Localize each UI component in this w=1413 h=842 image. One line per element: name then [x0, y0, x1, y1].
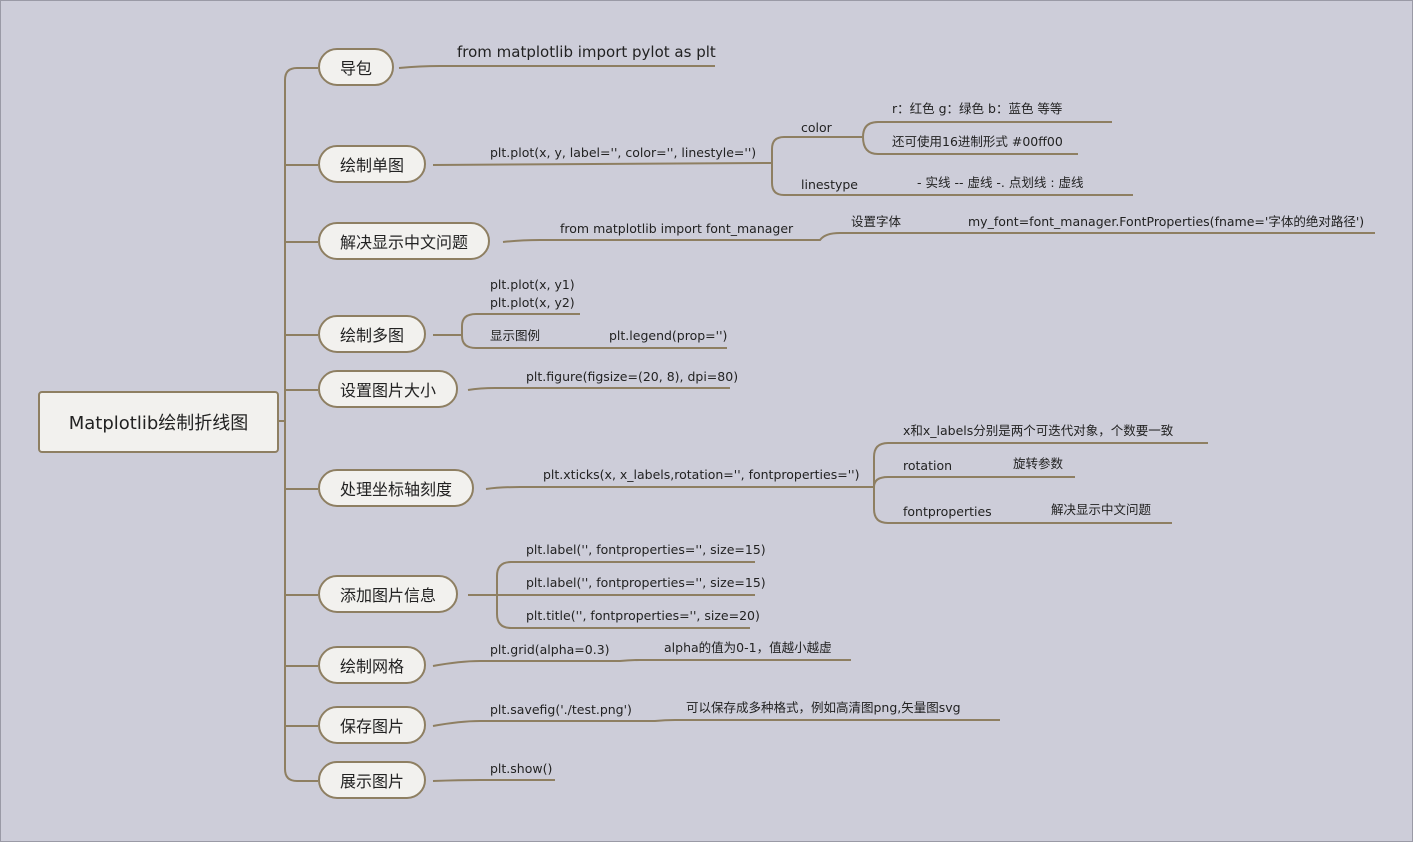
leaf-xlabel: plt.label('', fontproperties='', size=15…	[526, 542, 766, 557]
leaf-legend: plt.legend(prop='')	[609, 328, 728, 343]
branch-single-plot[interactable]: 绘制单图	[318, 145, 427, 183]
branch-chinese-font[interactable]: 解决显示中文问题	[318, 222, 491, 260]
branch-multi-plot[interactable]: 绘制多图	[318, 315, 427, 353]
leaf-fontproperties: fontproperties	[903, 504, 992, 519]
leaf-color: color	[801, 120, 832, 135]
leaf-title: plt.title('', fontproperties='', size=20…	[526, 608, 760, 623]
branch-figure-info[interactable]: 添加图片信息	[318, 575, 459, 613]
leaf-plot-y1: plt.plot(x, y1)	[490, 277, 575, 292]
branch-show[interactable]: 展示图片	[318, 761, 427, 799]
leaf-figure: plt.figure(figsize=(20, 8), dpi=80)	[526, 369, 739, 384]
branch-grid[interactable]: 绘制网格	[318, 646, 427, 684]
leaf-plot: plt.plot(x, y, label='', color='', lines…	[490, 145, 757, 160]
leaf-savefig: plt.savefig('./test.png')	[490, 702, 632, 717]
leaf-my-font: my_font=font_manager.FontProperties(fnam…	[968, 214, 1365, 229]
leaf-grid-note: alpha的值为0-1，值越小越虚	[664, 640, 832, 655]
leaf-linestype: linestype	[801, 177, 858, 192]
leaf-show: plt.show()	[490, 761, 553, 776]
leaf-grid: plt.grid(alpha=0.3)	[490, 642, 610, 657]
root-node[interactable]: Matplotlib绘制折线图	[38, 391, 279, 453]
branch-import[interactable]: 导包	[318, 48, 395, 86]
leaf-rotation-note: 旋转参数	[1013, 456, 1064, 471]
leaf-import: from matplotlib import pylot as plt	[457, 43, 716, 61]
leaf-xticks: plt.xticks(x, x_labels,rotation='', font…	[543, 467, 860, 482]
leaf-show-legend: 显示图例	[490, 328, 541, 343]
branch-figure-size[interactable]: 设置图片大小	[318, 370, 459, 408]
leaf-set-font: 设置字体	[851, 214, 902, 229]
leaf-fontproperties-note: 解决显示中文问题	[1051, 502, 1152, 517]
leaf-savefig-note: 可以保存成多种格式，例如高清图png,矢量图svg	[686, 700, 961, 715]
branch-axis-ticks[interactable]: 处理坐标轴刻度	[318, 469, 475, 507]
branch-save[interactable]: 保存图片	[318, 706, 427, 744]
leaf-xlabels-note: x和x_labels分别是两个可迭代对象，个数要一致	[903, 423, 1174, 438]
leaf-linestype-values: - 实线 -- 虚线 -. 点划线 : 虚线	[917, 175, 1084, 190]
leaf-color-names: r：红色 g：绿色 b：蓝色 等等	[892, 101, 1063, 116]
leaf-rotation: rotation	[903, 458, 953, 473]
leaf-color-hex: 还可使用16进制形式 #00ff00	[892, 134, 1063, 149]
leaf-ylabel: plt.label('', fontproperties='', size=15…	[526, 575, 766, 590]
leaf-font-manager: from matplotlib import font_manager	[560, 221, 794, 236]
leaf-plot-y2: plt.plot(x, y2)	[490, 295, 575, 310]
